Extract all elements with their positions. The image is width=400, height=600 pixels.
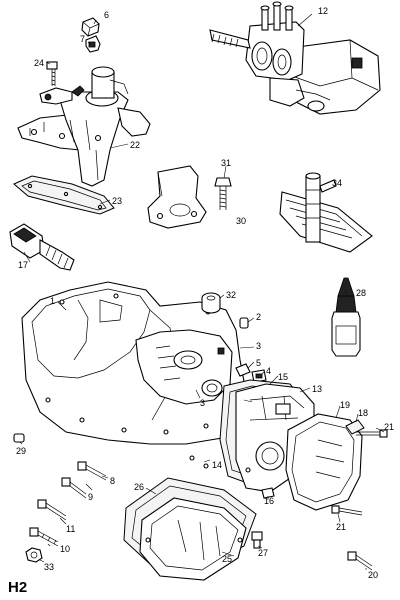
callout-numbers: 6 7 24 12 22 23 17 31 30 34 28 1 32 2 3 … (16, 6, 394, 580)
callout-21-upper: 21 (384, 422, 394, 432)
part-25-oil-pan (139, 497, 247, 581)
part-9-bolt (61, 477, 87, 499)
callout-30: 30 (236, 216, 246, 226)
part-5-fitting (235, 363, 251, 377)
callout-4: 4 (266, 366, 271, 376)
part-17-sensor (9, 223, 75, 271)
callout-8: 8 (110, 476, 115, 486)
callout-10: 10 (60, 544, 70, 554)
part-27-drain-plug (251, 531, 263, 549)
callout-1: 1 (50, 296, 55, 306)
callout-13: 13 (312, 384, 322, 394)
part-29-plug (13, 433, 25, 443)
callout-28: 28 (356, 288, 366, 298)
callout-29: 29 (16, 446, 26, 456)
callout-34: 34 (332, 178, 342, 188)
callout-33: 33 (44, 562, 54, 572)
callout-26: 26 (134, 482, 144, 492)
part-23-gasket (13, 175, 115, 215)
leader-lines (19, 13, 385, 570)
part-33-nut (25, 547, 43, 563)
callout-2: 2 (256, 312, 261, 322)
callout-15: 15 (278, 372, 288, 382)
callout-12: 12 (318, 6, 328, 16)
callout-3-lower: 3 (200, 398, 205, 408)
callout-21-lower: 21 (336, 522, 346, 532)
callout-3-upper: 3 (256, 341, 261, 351)
part-8-bolt (77, 461, 107, 481)
callout-6: 6 (104, 10, 109, 20)
part-22-selector-housing (17, 66, 151, 187)
part-16-plug (261, 487, 275, 499)
callout-23: 23 (112, 196, 122, 206)
callout-31: 31 (221, 158, 231, 168)
callout-24: 24 (34, 58, 44, 68)
part-18-seal (345, 419, 365, 435)
sheet-id-label: H2 (8, 579, 27, 596)
part-1-transmission-housing (21, 281, 247, 445)
callout-7: 7 (80, 34, 85, 44)
part-10-stud (29, 527, 59, 547)
callout-18: 18 (358, 408, 368, 418)
part-30-bracket (147, 165, 207, 229)
callout-14: 14 (212, 460, 222, 470)
part-2-pin (239, 317, 249, 329)
callout-16: 16 (264, 496, 274, 506)
part-4-fitting (251, 369, 267, 383)
callout-17: 17 (18, 260, 28, 270)
callout-32: 32 (226, 290, 236, 300)
part-21-bolt-lower (331, 505, 363, 516)
callout-19: 19 (340, 400, 350, 410)
part-32-bushing (201, 292, 221, 314)
callout-11: 11 (66, 524, 75, 534)
part-28-sealant-bottle (331, 277, 361, 357)
callout-22: 22 (130, 140, 140, 150)
part-11-bolt (37, 499, 67, 521)
part-12-selector-assembly (209, 1, 381, 115)
part-21-bolt-upper (356, 429, 388, 438)
part-20-bolt (347, 551, 373, 571)
part-14-breather (189, 455, 209, 469)
part-19-end-cover (285, 413, 363, 511)
callout-27: 27 (258, 548, 268, 558)
callout-20: 20 (368, 570, 378, 580)
callout-5: 5 (256, 358, 261, 368)
callout-9: 9 (88, 492, 93, 502)
callout-25: 25 (222, 554, 232, 564)
part-34-tool (279, 172, 373, 253)
part-24-bolt (46, 61, 58, 86)
part-31-bolt (214, 177, 232, 210)
part-7-plug (85, 35, 101, 53)
